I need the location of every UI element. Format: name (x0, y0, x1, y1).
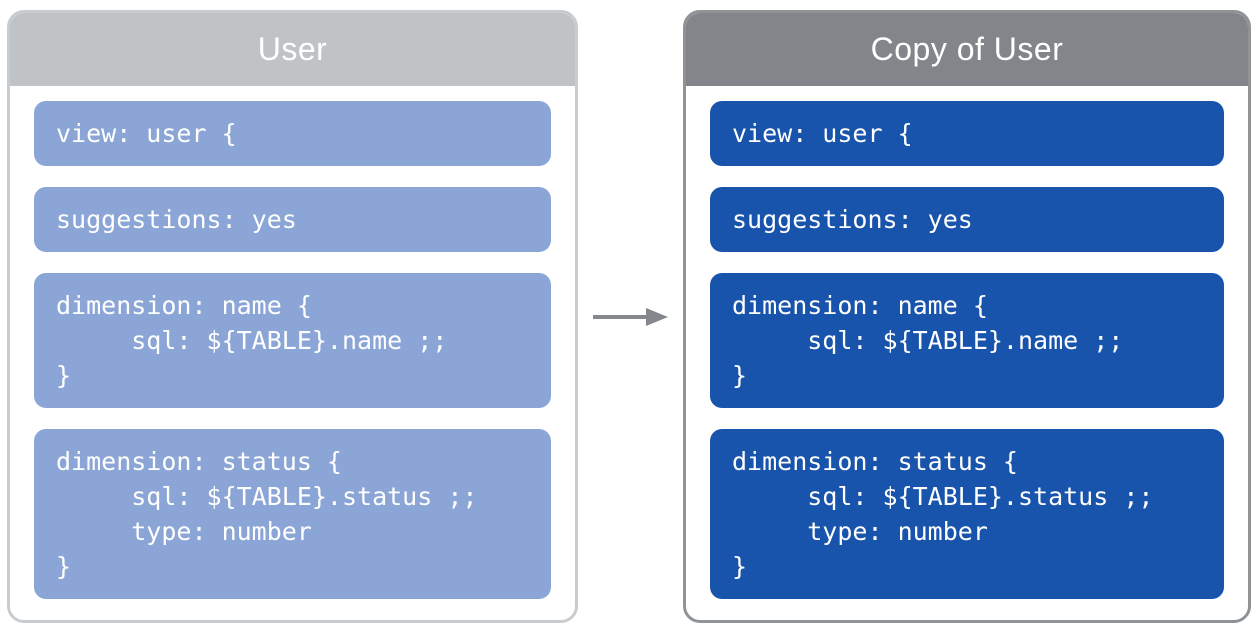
panel-user-header: User (10, 13, 575, 86)
code-block: view: user { (34, 101, 551, 166)
code-block: view: user { (710, 101, 1224, 166)
panel-copy-of-user-header: Copy of User (686, 13, 1248, 86)
panel-copy-of-user-title: Copy of User (870, 31, 1064, 67)
code-block: suggestions: yes (34, 187, 551, 252)
right-arrow-icon (592, 307, 668, 326)
code-block: dimension: name { sql: ${TABLE}.name ;; … (710, 273, 1224, 408)
code-block: dimension: status { sql: ${TABLE}.status… (34, 429, 551, 599)
panel-user: User view: user { suggestions: yes dimensi… (7, 10, 578, 623)
arrow-column (578, 10, 683, 623)
code-block: dimension: status { sql: ${TABLE}.status… (710, 429, 1224, 599)
code-block: suggestions: yes (710, 187, 1224, 252)
panel-copy-of-user: Copy of User view: user { suggestions: ye… (683, 10, 1251, 623)
panel-user-body: view: user { suggestions: yes dimension: n… (10, 86, 575, 620)
code-block: dimension: name { sql: ${TABLE}.name ;; … (34, 273, 551, 408)
panel-copy-of-user-body: view: user { suggestions: yes dimension: n… (686, 86, 1248, 620)
panel-user-title: User (257, 31, 328, 67)
